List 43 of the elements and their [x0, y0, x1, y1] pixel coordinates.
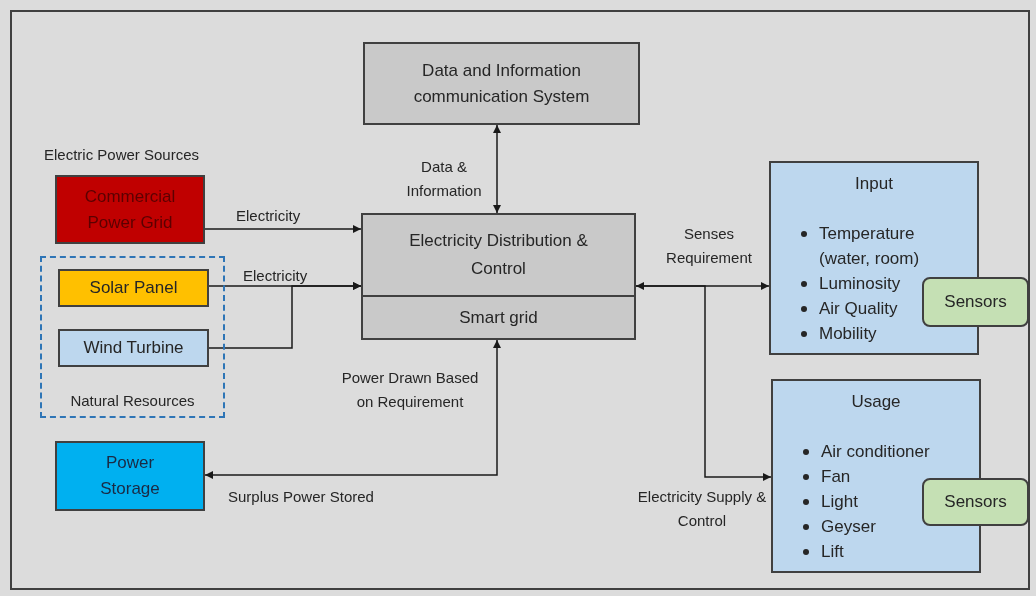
box-label: Power Storage [99, 452, 161, 500]
system-box [363, 42, 640, 125]
box-label: Commercial Power Grid [83, 185, 177, 234]
sensor-box [922, 478, 1029, 526]
control-box [361, 213, 636, 340]
edge-label: Senses Requirement [665, 224, 753, 268]
storage-box [55, 441, 205, 511]
annotation-label: Power Drawn Based on Requirement [340, 368, 480, 412]
arrow [204, 225, 362, 233]
power-source-box [58, 329, 209, 367]
box-title: Electricity Distribution & Control [408, 230, 589, 280]
edge-label: Electricity Supply & Control [636, 487, 768, 531]
box-title: Usage [851, 391, 901, 413]
power-source-box [58, 269, 209, 307]
edge-label: Data & Information [405, 157, 483, 201]
sensor-box [922, 277, 1029, 327]
group-label: Natural Resources [69, 390, 196, 411]
edge-label: Electricity [243, 266, 308, 286]
box-title: Input [855, 173, 893, 195]
box-label: Sensors [944, 291, 1007, 314]
list-item: Geyser [821, 515, 876, 538]
list-item: Air Quality [819, 297, 898, 320]
arrow [635, 285, 772, 481]
box-label: Wind Turbine [83, 337, 184, 360]
box-label: Sensors [944, 491, 1007, 514]
list-item: Air conditioner [821, 440, 930, 463]
list-item: Fan [821, 465, 851, 488]
list-item: Light [821, 490, 858, 513]
box-subtitle: Smart grid [363, 295, 634, 338]
list-item: Temperature (water, room) [819, 222, 921, 270]
edge-label: Surplus Power Stored [228, 487, 374, 507]
arrow [204, 339, 501, 479]
box-label: Solar Panel [89, 277, 178, 300]
annotation-label: Electric Power Sources [44, 145, 200, 165]
arrow [493, 124, 501, 214]
dashed-group [40, 256, 225, 418]
box-label: Data and Information communication System [412, 59, 591, 108]
arrow [208, 282, 362, 349]
power-source-box [55, 175, 205, 244]
list-item: Lift [821, 540, 844, 563]
list-item: Luminosity [819, 272, 901, 295]
list-item: Mobility [819, 322, 877, 345]
edge-label: Electricity [236, 206, 301, 226]
